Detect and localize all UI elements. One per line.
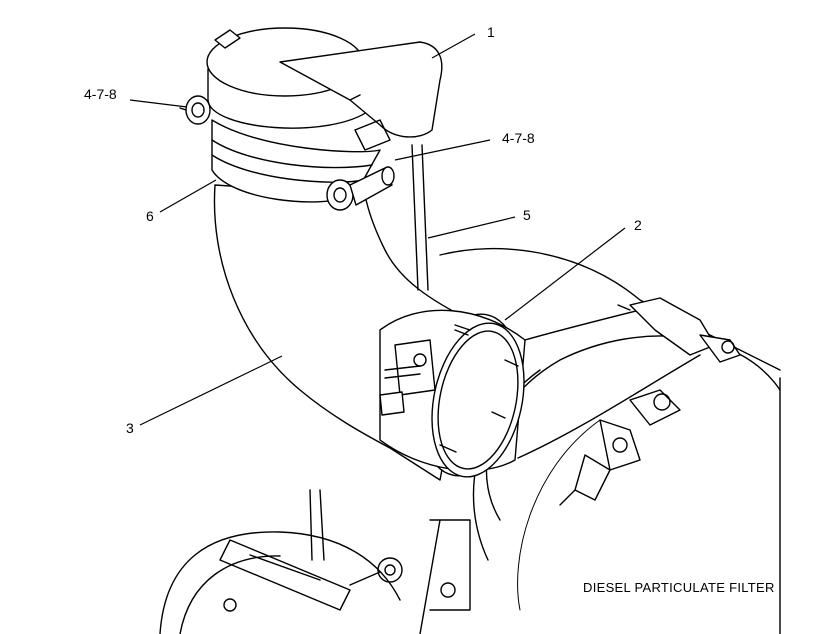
leader-478-left xyxy=(129,99,188,108)
callout-6: 6 xyxy=(146,208,154,224)
leader-478-right xyxy=(394,139,491,161)
support-rod xyxy=(411,144,429,291)
bolt-right xyxy=(326,166,395,211)
bolt-left xyxy=(179,95,211,125)
callout-2: 2 xyxy=(634,217,642,233)
callout-478-left: 4-7-8 xyxy=(84,86,117,102)
leader-1 xyxy=(431,33,476,59)
filter-caption: DIESEL PARTICULATE FILTER xyxy=(583,580,775,595)
callout-1: 1 xyxy=(487,24,495,40)
inlet-cap xyxy=(206,27,443,151)
filter-inlet-pipe xyxy=(517,297,741,459)
callout-labels: 1 4-7-8 4-7-8 6 5 2 3 xyxy=(84,24,642,436)
leader-2 xyxy=(504,227,626,321)
band-clamp xyxy=(379,309,526,478)
leader-3 xyxy=(139,355,283,426)
leader-5 xyxy=(427,216,516,239)
lower-mounting-bracket xyxy=(159,489,471,634)
leader-lines xyxy=(129,33,626,426)
callout-478-right: 4-7-8 xyxy=(502,130,535,146)
leader-6 xyxy=(159,179,217,213)
caption-box: DIESEL PARTICULATE FILTER xyxy=(578,575,778,599)
callout-5: 5 xyxy=(523,207,531,223)
callout-3: 3 xyxy=(126,420,134,436)
